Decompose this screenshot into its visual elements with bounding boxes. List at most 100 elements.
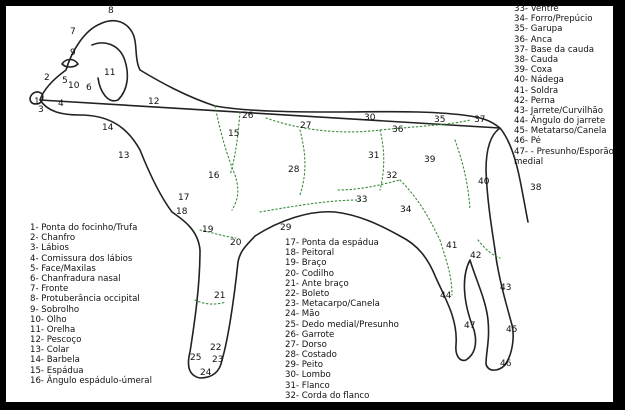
label-number-24: 24 [200, 368, 212, 378]
legend-entry: 4- Comissura dos lábios [30, 253, 133, 264]
label-number-26: 26 [242, 111, 254, 121]
legend-left: 1- Ponta do focinho/Trufa 2- Chanfro 3- … [30, 223, 152, 386]
legend-entry: 9- Sobrolho [30, 304, 80, 315]
label-number-17: 17 [178, 193, 189, 203]
legend-entry: 19- Braço [285, 258, 327, 269]
legend-entry: 10- Olho [30, 314, 67, 325]
label-number-6: 6 [86, 83, 92, 93]
label-number-27: 27 [300, 121, 311, 131]
label-number-29: 29 [280, 223, 292, 233]
legend-entry: 41- Soldra [514, 85, 559, 96]
label-number-42: 42 [470, 251, 481, 261]
label-number-19: 19 [202, 225, 214, 235]
label-number-3: 3 [38, 105, 44, 115]
label-number-10: 10 [68, 81, 80, 91]
legend-entry: 36- Anca [514, 34, 553, 45]
legend-entry: 3- Lábios [30, 243, 69, 254]
legend-entry: 16- Ângulo espádulo-úmeral [30, 375, 152, 386]
label-number-18: 18 [176, 207, 188, 217]
label-number-37: 37 [474, 115, 485, 125]
nose-outline [29, 91, 44, 105]
label-number-41: 41 [446, 241, 457, 251]
legend-entry: 44- Ângulo do jarrete [514, 116, 606, 127]
legend-entry: 12- Pescoço [30, 335, 82, 346]
legend-entry: 38- Cauda [514, 54, 559, 65]
legend-entry: medial [514, 156, 544, 167]
label-number-46: 46 [500, 359, 512, 369]
legend-entry: 45- Metatarso/Canela [514, 126, 607, 137]
label-number-34: 34 [400, 205, 412, 215]
legend-entry: 24- Mão [285, 309, 320, 320]
label-number-15: 15 [228, 129, 239, 139]
label-number-20: 20 [230, 238, 242, 248]
legend-entry: 46- Pé [514, 136, 541, 147]
legend-entry: 43- Jarrete/Curvilhão [514, 105, 603, 116]
legend-entry: 26- Garrote [285, 329, 335, 340]
legend-entry: 42- Perna [514, 95, 556, 106]
label-number-32: 32 [386, 171, 397, 181]
legend-entry: 23- Metacarpo/Canela [285, 299, 380, 310]
label-number-12: 12 [148, 97, 159, 107]
label-number-43: 43 [500, 283, 511, 293]
label-number-45: 45 [506, 325, 517, 335]
label-number-25: 25 [190, 353, 201, 363]
label-number-44: 44 [440, 291, 452, 301]
eye-outline [61, 58, 79, 68]
label-number-5: 5 [62, 76, 68, 86]
legend-entry: 8- Protuberância occipital [30, 294, 140, 305]
legend-entry: 35- Garupa [514, 24, 563, 35]
label-number-2: 2 [44, 73, 50, 83]
label-number-14: 14 [102, 123, 114, 133]
legend-entry: 5- Face/Maxilas [30, 263, 96, 274]
legend-entry: 6- Chanfradura nasal [30, 273, 121, 284]
label-number-28: 28 [288, 165, 300, 175]
legend-entry: 32- Corda do flanco [285, 390, 370, 401]
legend-right: 33- Ventre 34- Forro/Prepúcio 35- Garupa… [514, 4, 614, 167]
label-number-23: 23 [212, 355, 223, 365]
legend-entry: 31- Flanco [285, 380, 330, 391]
label-number-21: 21 [214, 291, 225, 301]
legend-entry: 11- Orelha [30, 324, 76, 335]
legend-entry: 1- Ponta do focinho/Trufa [30, 223, 138, 233]
legend-entry: 20- Codilho [285, 268, 334, 279]
legend-entry: 28- Costado [285, 350, 337, 361]
label-number-16: 16 [208, 171, 220, 181]
legend-entry: 40- Nádega [514, 75, 564, 86]
label-number-39: 39 [424, 155, 436, 165]
ear-outline [91, 42, 129, 102]
dog-outline [39, 19, 529, 379]
label-number-7: 7 [70, 27, 76, 37]
label-number-9: 9 [70, 48, 76, 58]
label-number-38: 38 [530, 183, 542, 193]
label-number-40: 40 [478, 177, 490, 187]
legend-entry: 27- Dorso [285, 339, 327, 350]
label-number-31: 31 [368, 151, 379, 161]
legend-entry: 18- Peitoral [285, 248, 335, 259]
legend-entry: 34- Forro/Prepúcio [514, 14, 593, 25]
legend-entry: 21- Ante braço [285, 278, 349, 289]
legend-entry: 17- Ponta da espádua [285, 238, 379, 248]
legend-entry: 47- - Presunho/Esporão [514, 146, 614, 157]
label-number-11: 11 [104, 68, 115, 78]
label-number-1: 1 [34, 97, 40, 107]
legend-entry: 14- Barbela [30, 355, 80, 366]
legend-entry: 33- Ventre [514, 4, 559, 14]
legend-middle: 17- Ponta da espádua 18- Peitoral 19- Br… [285, 238, 399, 401]
legend-entry: 15- Espádua [30, 365, 84, 376]
label-number-4: 4 [58, 99, 64, 109]
legend-entry: 37- Base da cauda [514, 44, 595, 55]
label-number-22: 22 [210, 343, 221, 353]
label-number-33: 33 [356, 195, 367, 205]
label-number-36: 36 [392, 125, 404, 135]
legend-entry: 29- Peito [285, 360, 323, 371]
legend-entry: 7- Fronte [30, 284, 69, 295]
legend-entry: 2- Chanfro [30, 233, 76, 244]
legend-entry: 30- Lombo [285, 370, 331, 381]
legend-entry: 13- Colar [30, 345, 70, 356]
label-number-13: 13 [118, 151, 129, 161]
label-number-8: 8 [108, 6, 114, 16]
legend-entry: 25- Dedo medial/Presunho [285, 319, 399, 330]
